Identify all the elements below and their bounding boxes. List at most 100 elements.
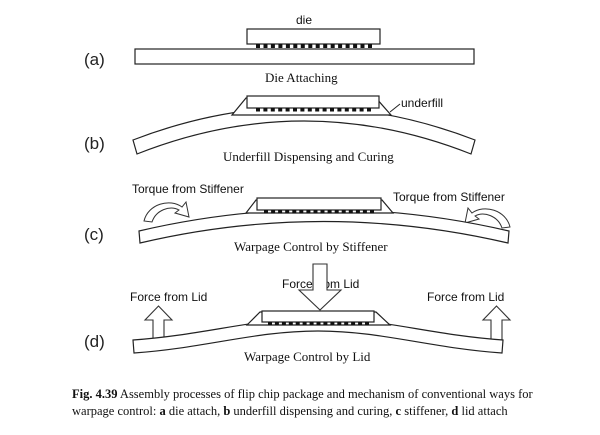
solder-bump xyxy=(348,210,353,214)
solder-bump xyxy=(360,44,365,48)
solder-bump xyxy=(334,210,339,214)
torque-arrow-left-icon xyxy=(143,200,190,223)
caption-text: Assembly processes of flip chip package … xyxy=(72,387,533,418)
solder-bump xyxy=(351,322,356,325)
solder-bump xyxy=(370,210,374,214)
solder-bump xyxy=(285,210,290,214)
panel-c-caption: Warpage Control by Stiffener xyxy=(234,239,388,254)
caption-key-a: a xyxy=(159,404,166,418)
caption-key-d: d xyxy=(451,404,459,418)
solder-bump xyxy=(367,108,371,112)
solder-bump xyxy=(278,210,283,214)
solder-bump xyxy=(300,108,305,112)
solder-bump xyxy=(278,44,283,48)
solder-bump xyxy=(288,322,293,325)
solder-bump xyxy=(307,108,312,112)
underfill-leader-line xyxy=(389,103,401,113)
solder-bump xyxy=(320,210,325,214)
solder-bump xyxy=(293,44,298,48)
solder-bump xyxy=(295,322,300,325)
solder-bumps xyxy=(256,44,372,48)
panel-a: (a) die substrate Die Attaching xyxy=(84,13,475,85)
solder-bump xyxy=(285,44,290,48)
solder-bump xyxy=(281,322,286,325)
solder-bump xyxy=(263,108,268,112)
solder-bump xyxy=(313,210,318,214)
solder-bump xyxy=(344,322,349,325)
panel-d-label: (d) xyxy=(84,332,105,351)
solder-bump xyxy=(299,210,304,214)
solder-bump xyxy=(330,44,335,48)
solder-bump xyxy=(341,210,346,214)
panel-b: (b) underfill Underfill Dispensing and C… xyxy=(84,95,476,164)
panel-a-label: (a) xyxy=(84,50,105,69)
solder-bump xyxy=(337,108,342,112)
figure-caption: Fig. 4.39 Assembly processes of flip chi… xyxy=(72,386,577,420)
solder-bumps xyxy=(264,210,374,214)
solder-bump xyxy=(359,108,364,112)
panel-d: (d) Force from Lid Force from Lid Force … xyxy=(84,263,512,364)
caption-text-a: die attach, xyxy=(165,404,224,418)
caption-key-b: b xyxy=(223,404,231,418)
solder-bump xyxy=(271,210,276,214)
torque-left-label: Torque from Stiffener xyxy=(132,182,244,196)
force-arrow-down-icon xyxy=(297,263,343,311)
panel-b-caption: Underfill Dispensing and Curing xyxy=(223,149,394,164)
solder-bump xyxy=(308,44,313,48)
solder-bump xyxy=(300,44,305,48)
torque-right-label: Torque from Stiffener xyxy=(393,190,505,204)
solder-bump xyxy=(309,322,314,325)
figure-number: Fig. 4.39 xyxy=(72,387,118,401)
substrate xyxy=(134,48,475,65)
solder-bump xyxy=(345,44,350,48)
solder-bump xyxy=(330,108,334,112)
warped-substrate xyxy=(138,208,510,244)
caption-text-c: stiffener, xyxy=(401,404,452,418)
solder-bump xyxy=(315,44,320,48)
panel-d-caption: Warpage Control by Lid xyxy=(244,349,371,364)
solder-bump xyxy=(285,108,290,112)
solder-bump xyxy=(270,108,275,112)
panel-c: (c) Torque from Stiffener Torque from St… xyxy=(84,182,511,254)
solder-bumps xyxy=(268,322,369,325)
solder-bump xyxy=(355,210,360,214)
solder-bump xyxy=(344,108,349,112)
solder-bump xyxy=(322,108,327,112)
solder-bump xyxy=(358,322,363,325)
solder-bump xyxy=(268,322,272,325)
panel-a-caption: Die Attaching xyxy=(265,70,338,85)
solder-bump xyxy=(306,210,311,214)
solder-bump xyxy=(323,44,328,48)
force-right-label: Force from Lid xyxy=(427,290,504,304)
solder-bump xyxy=(263,44,268,48)
caption-key-c: c xyxy=(395,404,402,418)
solder-bump xyxy=(316,322,321,325)
die xyxy=(256,197,382,211)
solder-bump xyxy=(264,210,268,214)
die-label: die xyxy=(296,13,312,27)
solder-bump xyxy=(327,210,332,214)
die xyxy=(246,28,381,45)
die xyxy=(246,95,380,109)
solder-bump xyxy=(365,322,369,325)
die xyxy=(261,310,375,323)
solder-bump xyxy=(315,108,320,112)
solder-bump xyxy=(362,210,367,214)
solder-bump xyxy=(292,210,297,214)
solder-bump xyxy=(368,44,372,48)
solder-bump xyxy=(293,108,297,112)
solder-bump xyxy=(278,108,283,112)
panel-b-label: (b) xyxy=(84,134,105,153)
solder-bump xyxy=(330,322,335,325)
force-left-label: Force from Lid xyxy=(130,290,207,304)
solder-bump xyxy=(323,322,328,325)
solder-bump xyxy=(353,44,358,48)
solder-bumps xyxy=(256,108,371,112)
solder-bump xyxy=(274,322,279,325)
torque-arrow-right-icon xyxy=(464,206,511,229)
underfill-label: underfill xyxy=(401,96,443,110)
solder-bump xyxy=(256,44,260,48)
solder-bump xyxy=(256,108,260,112)
caption-text-b: underfill dispensing and curing, xyxy=(230,404,396,418)
